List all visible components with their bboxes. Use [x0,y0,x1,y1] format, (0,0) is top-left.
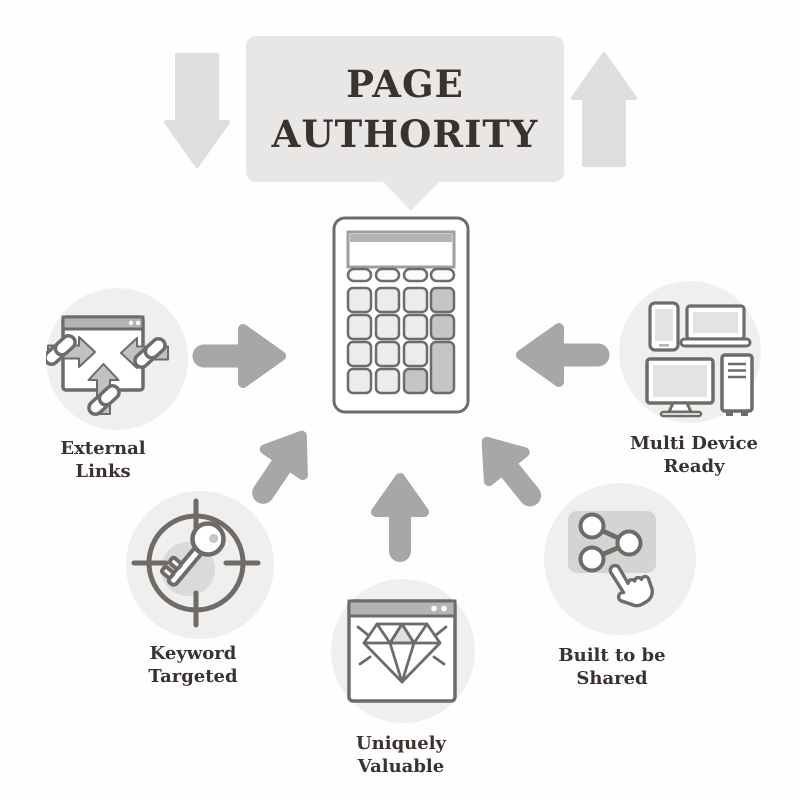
uniquely-valuable-label: Uniquely Valuable [355,733,447,777]
multi-device-ready-label: Multi Device Ready [629,433,759,477]
external-links-circle [46,288,188,430]
calculator-keypad [346,286,456,395]
title-bubble: PAGE AUTHORITY [246,36,564,182]
diamond-browser-icon [347,599,457,703]
arrow-shared-to-center [481,436,542,507]
decorative-down-arrow [164,53,230,168]
share-tap-icon [568,511,656,608]
multi-device-icon [645,301,754,418]
pc-tower-icon [720,353,754,416]
diamond-glyph [356,622,448,684]
key-target-icon [131,498,261,628]
multi-device-ready-circle [619,281,761,423]
calculator-icon [332,216,470,414]
key-glyph [159,521,226,587]
chain-links [46,334,167,416]
desktop-monitor-icon [645,357,715,418]
keyword-targeted-label: Keyword Targeted [148,643,238,687]
share-glyph [578,512,643,573]
built-to-be-shared-circle [544,483,696,635]
tablet-icon [648,301,680,352]
arrow-external-links-to-center [192,324,286,388]
tap-hand-icon [608,563,654,608]
calculator-function-buttons [346,267,456,283]
arrow-unique-to-center [371,473,429,562]
title-bubble-tail [382,181,440,211]
uniquely-valuable-circle [331,579,475,723]
external-links-label: External Links [60,438,146,482]
inbound-links-browser-icon [46,315,169,416]
arrow-multi-device-to-center [516,323,610,387]
laptop-icon [679,304,752,348]
page-title: PAGE AUTHORITY [271,62,539,156]
built-to-be-shared-label: Built to be Shared [558,645,666,689]
keyword-targeted-circle [126,491,274,639]
decorative-up-arrow [571,52,637,167]
